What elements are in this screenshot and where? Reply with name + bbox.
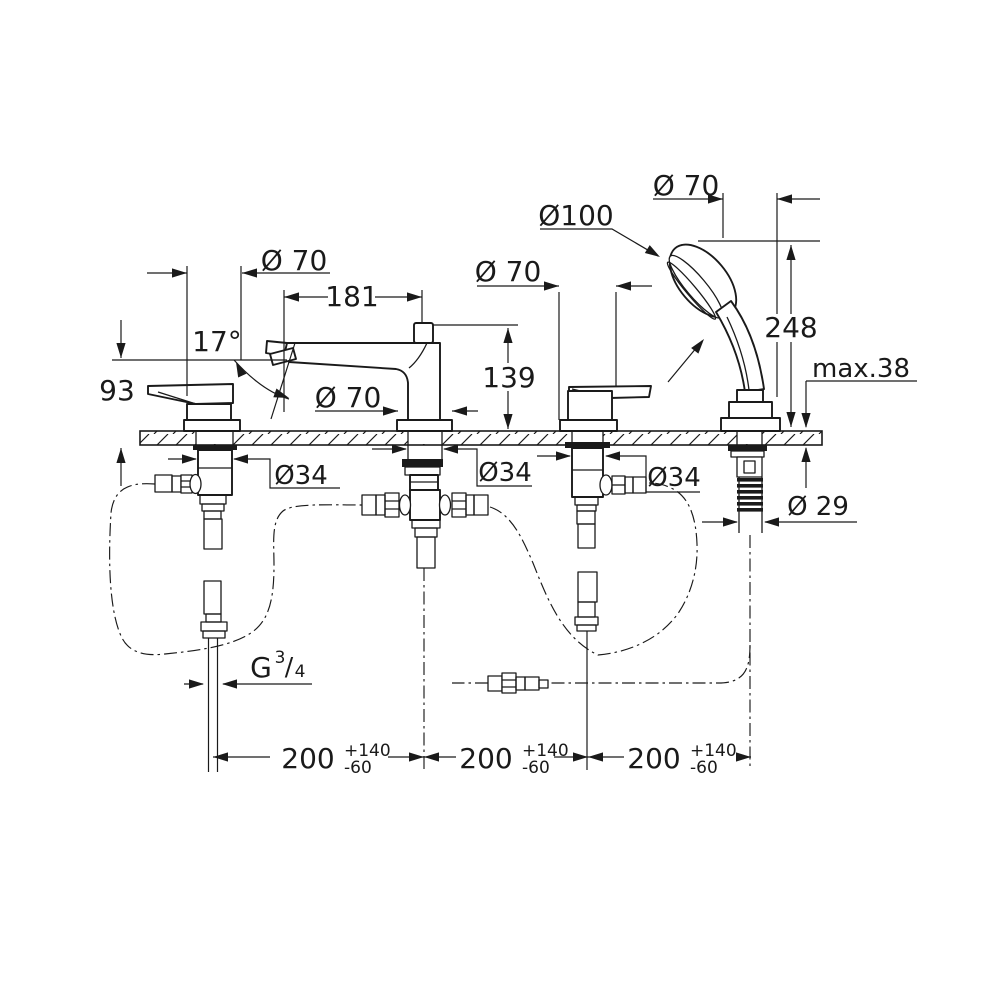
dim-label: Ø 70 (475, 255, 542, 288)
dim-label: 93 (99, 374, 135, 407)
dim-label: Ø 70 (653, 169, 720, 202)
dim-label: 181 (325, 280, 378, 313)
tolerance-minus: -60 (522, 758, 550, 778)
dim-label: 248 (764, 311, 817, 344)
dim-label: max.38 (812, 354, 910, 384)
tolerance-plus: +140 (344, 741, 391, 761)
thread-den: 4 (295, 662, 306, 682)
middle-valve-left-connector (361, 494, 377, 516)
dimension-spout-height: 139 (433, 324, 536, 429)
shower-hose-route (549, 644, 751, 684)
thread-slash: / (285, 652, 294, 681)
dimension-shower-head-dia: Ø100 (538, 199, 708, 383)
dimension-handle-height: 93 (99, 320, 287, 486)
hand-shower (666, 243, 781, 432)
deck-hole-left-handle (195, 431, 234, 445)
spout-aerator (269, 347, 297, 366)
thread-g: G (250, 651, 272, 684)
dim-label: Ø 70 (315, 381, 382, 414)
dim-label: Ø34 (274, 461, 328, 491)
dimension-shower-height: 248 (698, 240, 820, 427)
tolerance-minus: -60 (344, 758, 372, 778)
dim-label: Ø34 (478, 458, 532, 488)
right-valve-side-connector (632, 476, 647, 494)
dimension-left-handle-dia: Ø 70 (147, 244, 330, 396)
dimension-spout-angle: 17° (192, 325, 296, 420)
hose-inline-connector (487, 672, 549, 694)
thread-num: 3 (275, 648, 286, 668)
left-hose-loop (109, 483, 363, 656)
middle-valve (361, 445, 489, 770)
left-supply-pipe (207, 638, 219, 772)
deck-hole-shower (736, 431, 763, 445)
dim-label: Ø 70 (261, 244, 328, 277)
dim-label: 200 (281, 742, 334, 775)
shower-holder-top (736, 389, 764, 403)
shower-hose-assembly (452, 445, 767, 770)
bath-deck (139, 430, 823, 446)
right-hose-loop (489, 482, 698, 656)
right-handle-escutcheon (559, 419, 618, 432)
dim-label: Ø100 (538, 199, 613, 232)
right-supply-hose (577, 523, 596, 549)
hose-protection-spring (737, 478, 763, 512)
dimension-spout-reach: 181 (283, 280, 423, 412)
hose-routing-loops (109, 482, 698, 656)
dimension-hole-dia-right: Ø34 (537, 451, 701, 493)
dim-label: Ø 29 (787, 492, 849, 522)
dim-label: 139 (482, 361, 535, 394)
dimension-hole-dia-left: Ø34 (168, 454, 340, 491)
dimension-deck-thickness: max.38 (801, 354, 917, 488)
dimension-right-handle-dia: Ø 70 (475, 255, 652, 420)
deck-hole-spout (407, 431, 443, 445)
right-valve (565, 442, 647, 770)
dimension-hose-dia: Ø 29 (702, 492, 857, 527)
spacing-middle: 200 +140 -60 (459, 741, 568, 778)
right-handle (559, 385, 652, 432)
spacing-left: 200 +140 -60 (281, 741, 390, 778)
dim-label: 200 (627, 742, 680, 775)
tolerance-plus: +140 (690, 741, 737, 761)
dimension-hole-spacing: 200 +140 -60 200 +140 -60 200 +140 -60 (213, 741, 751, 778)
shower-head-face (666, 261, 717, 320)
left-handle (147, 383, 241, 432)
dimension-thread-size: G 3 / 4 (184, 648, 312, 689)
middle-valve-right-connector (473, 494, 489, 516)
left-valve (154, 445, 237, 772)
shower-handle (715, 300, 765, 393)
spout-escutcheon (396, 419, 453, 432)
shower-holder (728, 401, 773, 419)
dim-label: 200 (459, 742, 512, 775)
left-valve-side-connector (154, 474, 173, 493)
tolerance-plus: +140 (522, 741, 569, 761)
dim-label: Ø34 (647, 463, 701, 493)
dim-label: 17° (192, 325, 242, 358)
dimension-shower-holder-dia: Ø 70 (653, 169, 820, 397)
left-handle-escutcheon (183, 419, 241, 432)
dimension-spout-dia: Ø 70 (315, 381, 478, 416)
spout-diverter-knob (413, 322, 434, 344)
dimension-hole-dia-middle: Ø34 (372, 444, 532, 488)
tolerance-minus: -60 (690, 758, 718, 778)
spacing-right: 200 +140 -60 (627, 741, 736, 778)
tub-spout (265, 322, 453, 432)
shower-holder-base (720, 417, 781, 432)
left-supply-hose (203, 518, 223, 550)
